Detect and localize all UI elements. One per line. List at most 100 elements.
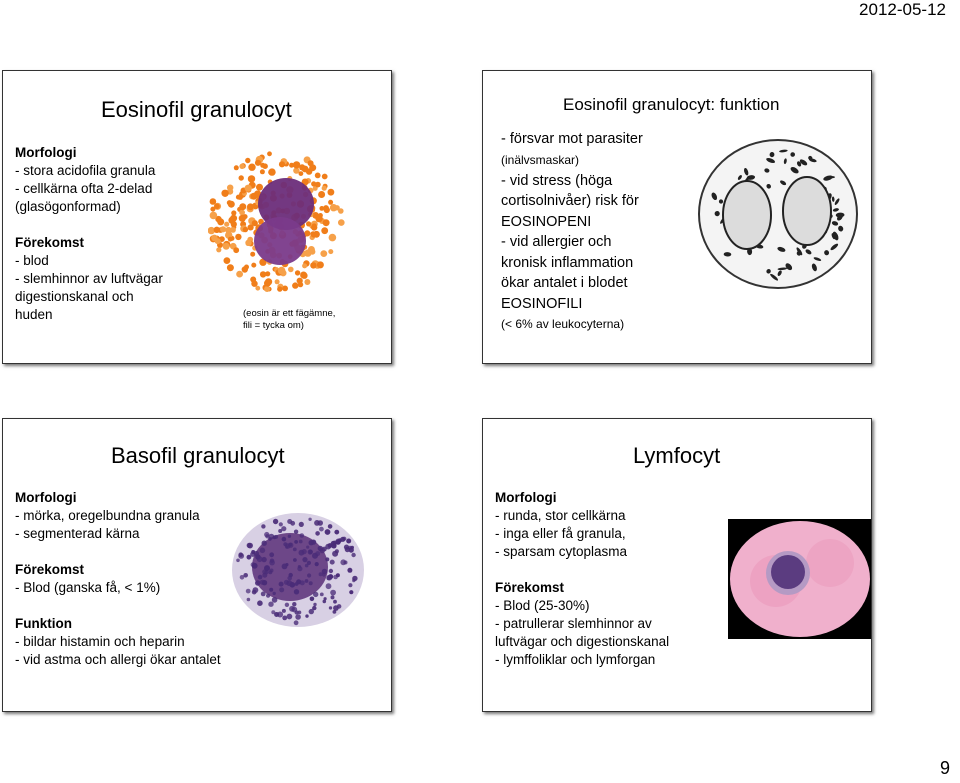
slide-body: - försvar mot parasiter (inälvsmaskar)- … — [501, 129, 643, 335]
body-line: - mörka, oregelbundna granula — [15, 508, 200, 523]
granule — [334, 529, 340, 535]
granule — [320, 250, 328, 257]
granule — [297, 610, 302, 615]
granule — [285, 545, 289, 549]
granule — [319, 592, 324, 597]
granule — [293, 558, 297, 562]
granule — [245, 588, 251, 594]
granule — [764, 168, 770, 173]
granule — [271, 597, 278, 603]
granule — [831, 221, 839, 226]
section-heading: Morfologi — [15, 490, 77, 505]
granule — [291, 606, 298, 613]
granule — [277, 286, 283, 292]
granule — [796, 247, 803, 256]
granule — [245, 157, 251, 164]
body-line: - stora acidofila granula — [15, 163, 156, 178]
granule — [319, 526, 324, 532]
granule — [304, 563, 309, 568]
granule — [268, 601, 274, 607]
body-line: (glasögonformad) — [15, 199, 121, 214]
granule — [308, 517, 312, 521]
body-line: - vid stress (höga — [501, 172, 613, 189]
slide-title: Lymfocyt — [633, 443, 721, 468]
granule — [348, 583, 353, 588]
body-line: - slemhinnor av luftvägar — [15, 271, 163, 286]
granule — [281, 536, 287, 542]
granule — [349, 590, 354, 595]
granule — [227, 236, 233, 242]
granule — [288, 266, 294, 273]
granule — [302, 557, 308, 563]
body-line: cortisolnivåer) risk för — [501, 193, 639, 209]
body-line: EOSINOPENI — [501, 213, 592, 230]
granule — [277, 266, 286, 275]
granule — [808, 155, 813, 161]
granule — [289, 582, 296, 588]
caption-line: (eosin är ett fägämne, — [243, 308, 336, 319]
granule — [272, 518, 279, 525]
granule — [309, 596, 315, 602]
granule — [307, 573, 312, 578]
granule — [831, 196, 835, 202]
granule — [233, 247, 240, 254]
granule — [832, 231, 839, 241]
granule — [317, 545, 323, 552]
granule — [235, 194, 241, 200]
lymphocyte-image-frame — [728, 519, 871, 639]
granule — [835, 212, 845, 218]
granule — [314, 181, 321, 188]
body-line: - blod — [15, 253, 49, 268]
granule — [265, 271, 271, 277]
granule — [298, 171, 304, 176]
granule — [258, 218, 264, 225]
granule — [313, 591, 319, 598]
granule — [783, 158, 787, 165]
granule — [265, 566, 270, 571]
granule — [247, 203, 254, 211]
body-line: - runda, stor cellkärna — [495, 508, 626, 523]
granule — [239, 203, 247, 211]
granule — [312, 605, 317, 611]
granule — [208, 226, 215, 235]
granule — [269, 559, 275, 566]
granule — [305, 614, 309, 618]
granule — [220, 226, 227, 233]
granule — [278, 529, 283, 533]
granule — [296, 277, 303, 284]
slide-eosinophil: Eosinofil granulocyt Morfologi- stora ac… — [2, 70, 392, 364]
granule — [247, 175, 256, 183]
granule — [268, 537, 272, 541]
granule — [790, 167, 799, 174]
slide-title: Eosinofil granulocyt — [101, 97, 292, 122]
granule — [277, 611, 284, 618]
granule — [247, 542, 253, 549]
granule — [824, 250, 830, 256]
slide-title: Eosinofil granulocyt: funktion — [563, 95, 780, 114]
caption-line: fili = tycka om) — [243, 320, 304, 331]
basophil-granules — [236, 517, 358, 626]
granule — [326, 574, 333, 581]
granule — [332, 610, 337, 614]
granule — [282, 285, 288, 292]
body-line: - patrullerar slemhinnor av — [495, 616, 652, 631]
granule — [302, 263, 308, 269]
granule — [226, 264, 234, 272]
granule — [251, 550, 256, 554]
granule — [766, 183, 771, 189]
granule — [322, 219, 330, 227]
granule — [222, 242, 230, 250]
granule — [238, 175, 244, 181]
image-caption: (eosin är ett fägämne, fili = tycka om) — [243, 308, 335, 332]
granule — [333, 599, 337, 604]
granule — [271, 610, 276, 615]
granule — [288, 542, 293, 547]
granule — [321, 173, 328, 180]
body-line: - lymffoliklar och lymforgan — [495, 652, 656, 667]
body-line: ökar antalet i blodet — [501, 275, 628, 291]
granule — [318, 191, 326, 198]
granule — [335, 539, 341, 545]
granule — [328, 233, 337, 242]
lymphocyte-nucleus — [771, 555, 805, 589]
granule — [832, 208, 839, 212]
